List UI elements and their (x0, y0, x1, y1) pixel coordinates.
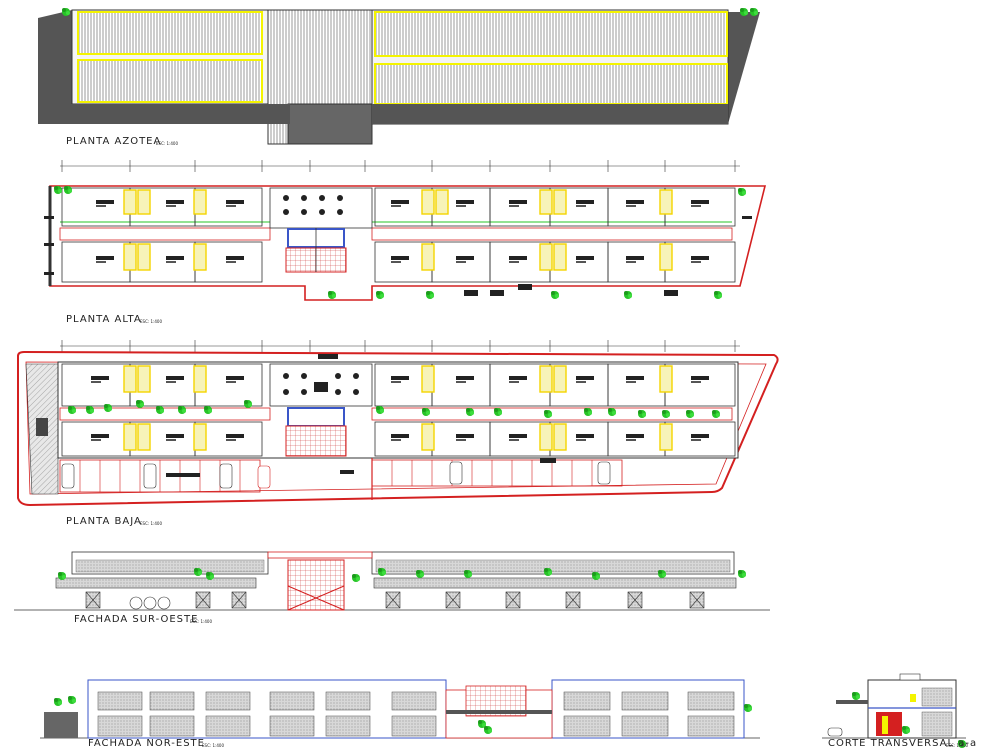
tree-icon (62, 8, 70, 16)
cross-section-scale: ESC: 1:400 (946, 743, 969, 748)
upper-floor-title: PLANTA ALTA (66, 314, 142, 325)
bathroom (539, 189, 553, 215)
bathroom (435, 189, 449, 215)
upper-floor-plan (44, 160, 767, 301)
bathroom (659, 189, 673, 215)
facade-stair-tower (287, 559, 345, 611)
northeast-facade-title: FACHADA NOR-ESTE (88, 738, 205, 749)
roof-plan (38, 8, 760, 145)
bathroom (137, 189, 151, 215)
bathroom (421, 189, 435, 215)
cross-section-title: CORTE TRANSVERSAL a-a (828, 738, 978, 749)
roof-panel (374, 63, 728, 105)
roof-panel (374, 11, 728, 57)
roof-plan-title: PLANTA AZOTEA (66, 136, 162, 147)
bathroom (123, 243, 137, 271)
bathroom (421, 243, 435, 271)
tree-icon (740, 8, 748, 16)
ground-floor-scale: ESC: 1:400 (140, 521, 163, 526)
bathroom (193, 189, 207, 215)
section-red-core (876, 712, 902, 736)
roof-right-wedge (728, 12, 760, 124)
bathroom (553, 189, 567, 215)
bathroom (193, 243, 207, 271)
bathroom (659, 243, 673, 271)
bathroom (137, 243, 151, 271)
central-hall (269, 187, 373, 229)
northeast-facade (40, 679, 760, 739)
southwest-facade-title: FACHADA SUR-OESTE (74, 614, 199, 625)
ground-floor-plan (17, 340, 779, 507)
bathroom (539, 243, 553, 271)
roof-plan-scale: ESC: 1:400 (156, 141, 179, 146)
corridor (59, 227, 271, 241)
roof-panel (77, 59, 263, 103)
corridor (371, 227, 733, 241)
table-set (283, 195, 343, 215)
upper-floor-scale: ESC: 1:400 (140, 319, 163, 324)
bathroom (123, 189, 137, 215)
roof-panel (77, 11, 263, 55)
ground-floor-title: PLANTA BAJA (66, 516, 142, 527)
upper-floor-outline (49, 185, 767, 301)
cross-section (822, 673, 966, 748)
roof-left-wedge (38, 10, 72, 124)
northeast-facade-scale: ESC: 1:400 (202, 743, 225, 748)
southwest-facade-scale: ESC: 1:400 (190, 619, 213, 624)
tree-icon (750, 8, 758, 16)
southwest-facade (14, 551, 770, 611)
bathroom (553, 243, 567, 271)
